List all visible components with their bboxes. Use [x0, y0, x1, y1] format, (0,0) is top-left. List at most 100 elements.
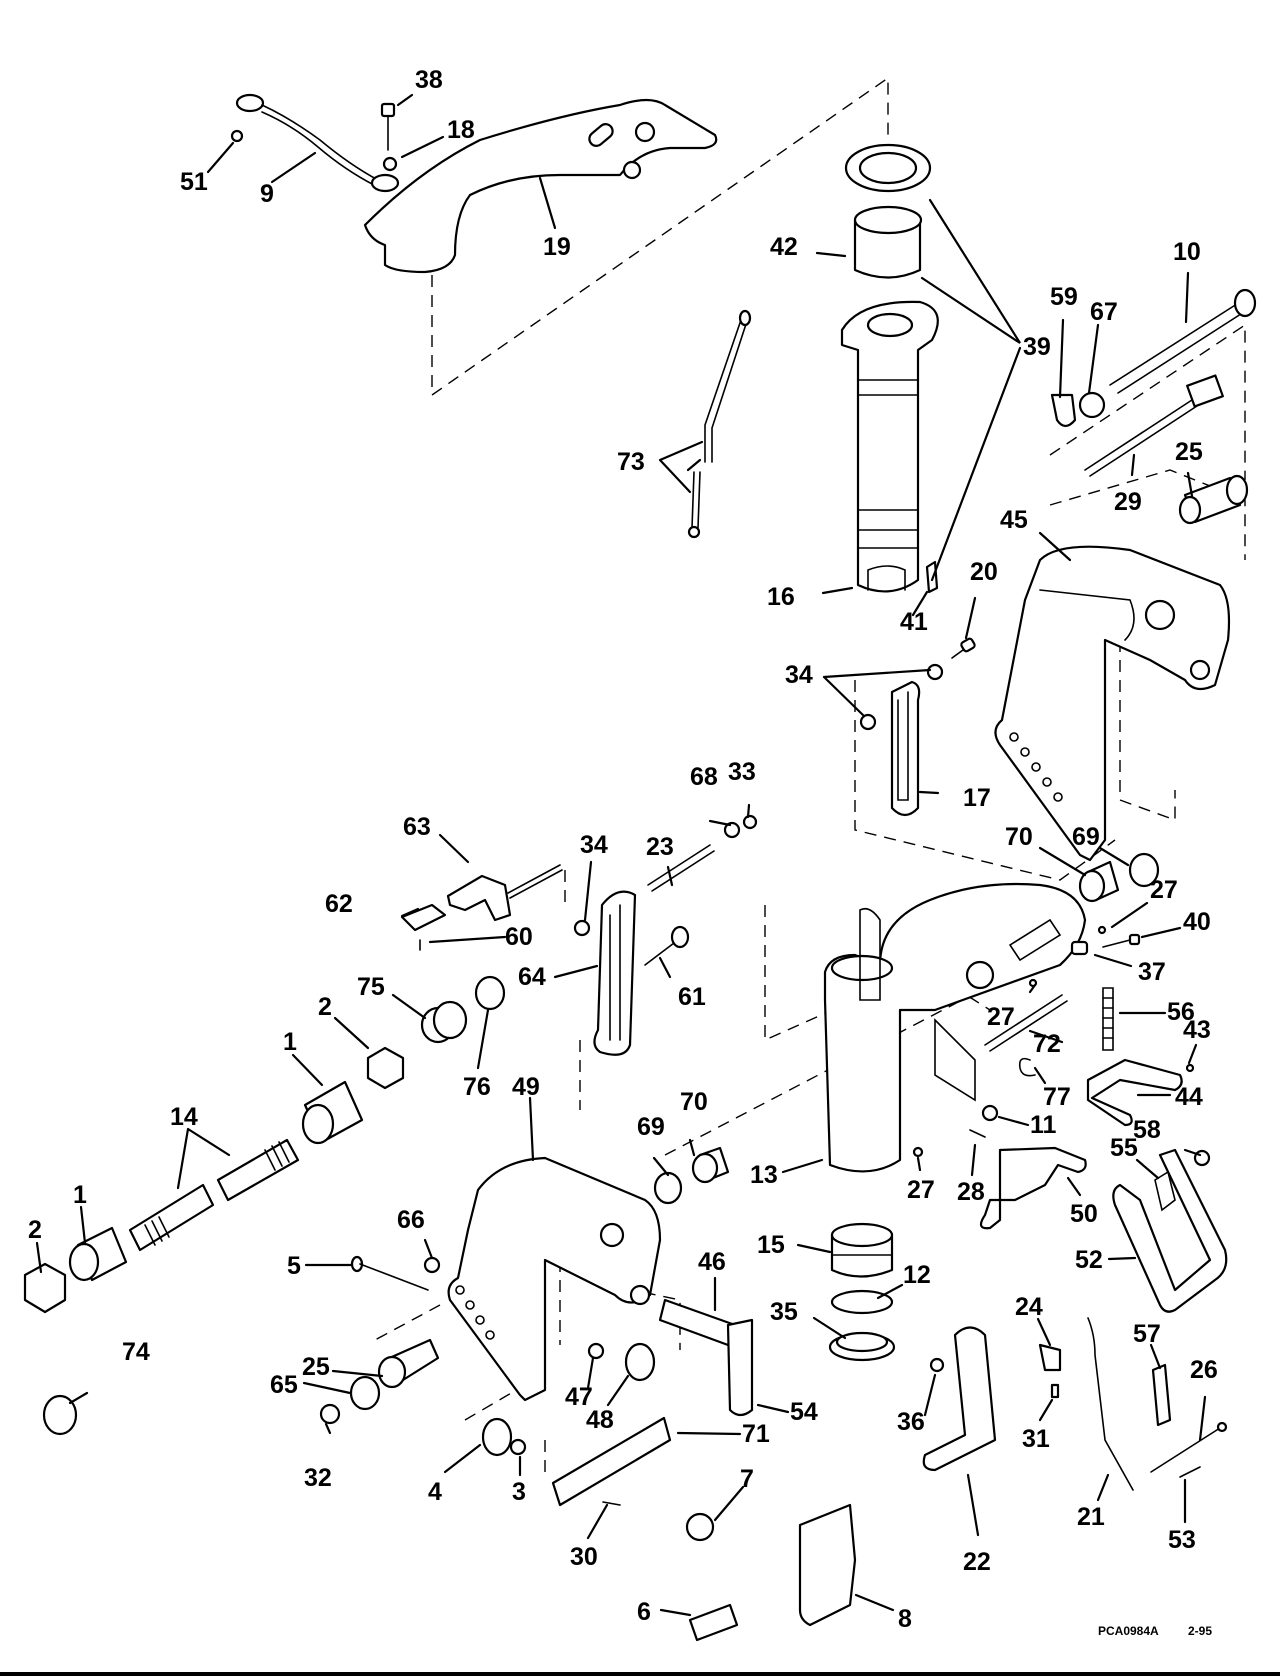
callout-25: 25 [1175, 438, 1203, 466]
leader-lines [35, 93, 1207, 1617]
part-54-lever [726, 1318, 754, 1417]
callout-30: 30 [570, 1543, 598, 1571]
callout-44: 44 [1175, 1083, 1203, 1111]
part-34-washer-c [573, 919, 591, 937]
callout-18: 18 [447, 116, 475, 144]
callout-2: 2 [28, 1216, 42, 1244]
part-37-spring [1070, 940, 1089, 956]
callout-4: 4 [428, 1478, 442, 1506]
callout-28: 28 [957, 1178, 985, 1206]
callout-13: 13 [750, 1161, 778, 1189]
part-2-nut-a [366, 1046, 405, 1090]
callout-23: 23 [646, 833, 674, 861]
part-59-clip [1050, 393, 1077, 428]
part-68-washer [723, 821, 741, 839]
callout-34: 34 [785, 661, 813, 689]
part-76-nut [474, 975, 506, 1011]
part-9-ground-wire [235, 93, 400, 193]
part-50-lever [979, 1146, 1087, 1230]
callout-5: 5 [287, 1252, 301, 1280]
callout-19: 19 [543, 233, 571, 261]
callout-27: 27 [907, 1176, 935, 1204]
part-12-o-ring [830, 1289, 894, 1315]
part-22-lever [922, 1326, 997, 1472]
part-5-screw [350, 1255, 429, 1291]
part-55-latch [1154, 1170, 1176, 1212]
callout-27: 27 [1150, 876, 1178, 904]
callout-22: 22 [963, 1548, 991, 1576]
part-23-pin [647, 844, 715, 892]
callout-14: 14 [170, 1103, 198, 1131]
part-75-cap [420, 1000, 468, 1044]
callout-55: 55 [1110, 1134, 1138, 1162]
part-27-pin-c [912, 1146, 924, 1158]
part-48-cap [624, 1342, 656, 1382]
callout-42: 42 [770, 233, 798, 261]
callout-12: 12 [903, 1261, 931, 1289]
callout-56: 56 [1167, 998, 1195, 1026]
callout-69: 69 [637, 1113, 665, 1141]
callout-21: 21 [1077, 1503, 1105, 1531]
callout-38: 38 [415, 66, 443, 94]
callout-51: 51 [180, 168, 208, 196]
part-1-bushing-b [68, 1226, 128, 1282]
callout-29: 29 [1114, 488, 1142, 516]
revision-date: 2-95 [1188, 1624, 1212, 1638]
callout-8: 8 [898, 1605, 912, 1633]
part-70-bushing-a [1078, 860, 1120, 903]
part-71-plate [551, 1416, 672, 1507]
callout-60: 60 [505, 923, 533, 951]
callout-labels: 38 18 51 9 19 42 39 10 59 67 29 25 73 16… [28, 66, 1218, 1633]
part-29-rod [1084, 374, 1224, 477]
drawing-code: PCA0984A [1098, 1624, 1159, 1638]
callout-67: 67 [1090, 298, 1118, 326]
part-72-pin [984, 994, 1068, 1052]
part-40-screw [1102, 933, 1141, 948]
callout-11: 11 [1030, 1111, 1057, 1139]
part-24-bracket [1038, 1343, 1062, 1372]
part-28-pin [969, 1129, 986, 1138]
part-70-bushing-b [691, 1146, 730, 1184]
part-8-handle [798, 1503, 857, 1627]
callout-49: 49 [512, 1073, 540, 1101]
callout-20: 20 [970, 558, 998, 586]
part-53-cotter [1179, 1466, 1201, 1478]
part-33-washer [742, 814, 758, 830]
callout-74: 74 [122, 1338, 150, 1366]
part-52-tilt-lever [1112, 1148, 1228, 1313]
callout-73: 73 [617, 448, 645, 476]
part-25-bushing-upper [1178, 474, 1249, 525]
part-56-spring [1102, 987, 1114, 1051]
part-69-washer-b [653, 1171, 683, 1205]
callout-1: 1 [283, 1028, 297, 1056]
part-21-rod [1087, 1317, 1134, 1491]
callout-41: 41 [900, 608, 928, 636]
part-19-swivel-arm [363, 98, 718, 274]
callout-7: 7 [740, 1465, 754, 1493]
callout-63: 63 [403, 813, 431, 841]
part-18-star-washer [382, 156, 398, 172]
part-31-screw [1050, 1383, 1060, 1399]
part-66-washer [423, 1256, 441, 1274]
part-69-washer-a [1128, 852, 1160, 888]
callout-16: 16 [767, 583, 795, 611]
callout-69: 69 [1072, 823, 1100, 851]
part-13-swivel-bracket [823, 882, 1087, 1173]
part-44-bracket [1086, 1058, 1183, 1127]
part-4-disc [481, 1417, 513, 1457]
part-77-e-clip [1018, 1057, 1036, 1077]
callout-52: 52 [1075, 1246, 1103, 1274]
callout-35: 35 [770, 1298, 798, 1326]
callout-75: 75 [357, 973, 385, 1001]
callout-9: 9 [260, 180, 274, 208]
callout-39: 39 [1023, 333, 1051, 361]
callout-40: 40 [1183, 908, 1211, 936]
part-74-cap [42, 1394, 78, 1436]
part-34-washer-b [859, 713, 877, 731]
callout-66: 66 [397, 1206, 425, 1234]
part-46-spring [658, 1298, 737, 1347]
part-73-link-rod [687, 309, 752, 539]
callout-26: 26 [1190, 1356, 1218, 1384]
callout-45: 45 [1000, 506, 1028, 534]
callout-36: 36 [897, 1408, 925, 1436]
